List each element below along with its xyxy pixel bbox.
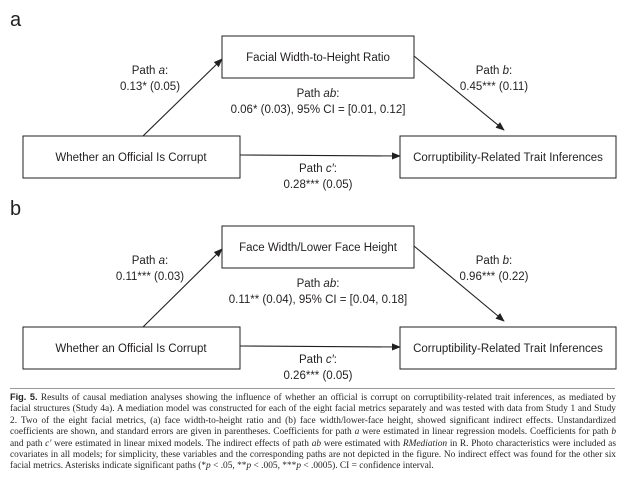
panel-b-path-a-name: Path a: <box>132 255 168 267</box>
panel-b-outcome-label: Corruptibility-Related Trait Inferences <box>413 343 603 355</box>
caption-divider <box>10 388 615 389</box>
panel-b-mediator-label: Face Width/Lower Face Height <box>239 242 398 254</box>
panel-a-path-a-arrow <box>142 58 223 137</box>
panel-a-path-b-arrow <box>413 55 505 131</box>
panel-a-path-c-value: 0.28*** (0.05) <box>283 179 352 191</box>
panel-a-mediator-box: Facial Width-to-Height Ratio <box>221 35 415 79</box>
figure-caption: Fig. 5. Results of causal mediation anal… <box>10 392 617 472</box>
panel-a-predictor-label: Whether an Official Is Corrupt <box>55 152 207 164</box>
panel-b-path-a-value: 0.11*** (0.03) <box>116 271 184 283</box>
panel-a-path-ab-value: 0.06* (0.03), 95% CI = [0.01, 0.12] <box>231 104 406 116</box>
panel-a-path-b-value: 0.45*** (0.11) <box>460 81 528 93</box>
panel-b-letter: b <box>10 198 21 220</box>
panel-b-path-b-name: Path b: <box>476 255 512 267</box>
panel-b-path-b-value: 0.96*** (0.22) <box>459 271 528 283</box>
panel-a-path-c-name: Path c′: <box>299 163 337 175</box>
panel-a-outcome-label: Corruptibility-Related Trait Inferences <box>413 152 603 164</box>
panel-b-outcome-box: Corruptibility-Related Trait Inferences <box>399 326 617 370</box>
panel-a-path-ab-name: Path ab: <box>297 88 340 100</box>
panel-b: b Face Width/Lower Face Height Whether a… <box>10 198 617 382</box>
panel-a-letter: a <box>10 9 22 31</box>
caption-figure-number: Fig. 5. <box>10 392 38 402</box>
panel-a-path-c-arrow <box>239 152 401 160</box>
panel-a-predictor-box: Whether an Official Is Corrupt <box>22 135 241 179</box>
panel-b-predictor-box: Whether an Official Is Corrupt <box>22 326 241 370</box>
panel-b-path-ab-name: Path ab: <box>297 278 340 290</box>
panel-b-predictor-label: Whether an Official Is Corrupt <box>55 343 207 355</box>
panel-b-path-ab-value: 0.11** (0.04), 95% CI = [0.04, 0.18] <box>229 294 407 306</box>
mediation-diagrams: a Facial Width-to-Height Ratio Whether a… <box>10 9 617 382</box>
panel-b-path-c-name: Path c′: <box>299 354 337 366</box>
panel-b-path-c-arrow <box>239 343 401 351</box>
panel-b-mediator-box: Face Width/Lower Face Height <box>221 225 415 269</box>
panel-a-outcome-box: Corruptibility-Related Trait Inferences <box>399 135 617 179</box>
panel-b-path-b-arrow <box>413 245 505 322</box>
panel-b-path-c-value: 0.26*** (0.05) <box>283 370 352 382</box>
panel-a-path-a-name: Path a: <box>132 65 168 77</box>
panel-a: a Facial Width-to-Height Ratio Whether a… <box>10 9 617 191</box>
panel-b-path-a-arrow <box>142 248 223 328</box>
panel-a-path-b-name: Path b: <box>476 65 512 77</box>
panel-a-path-a-value: 0.13* (0.05) <box>120 81 180 93</box>
panel-a-mediator-label: Facial Width-to-Height Ratio <box>246 52 390 64</box>
